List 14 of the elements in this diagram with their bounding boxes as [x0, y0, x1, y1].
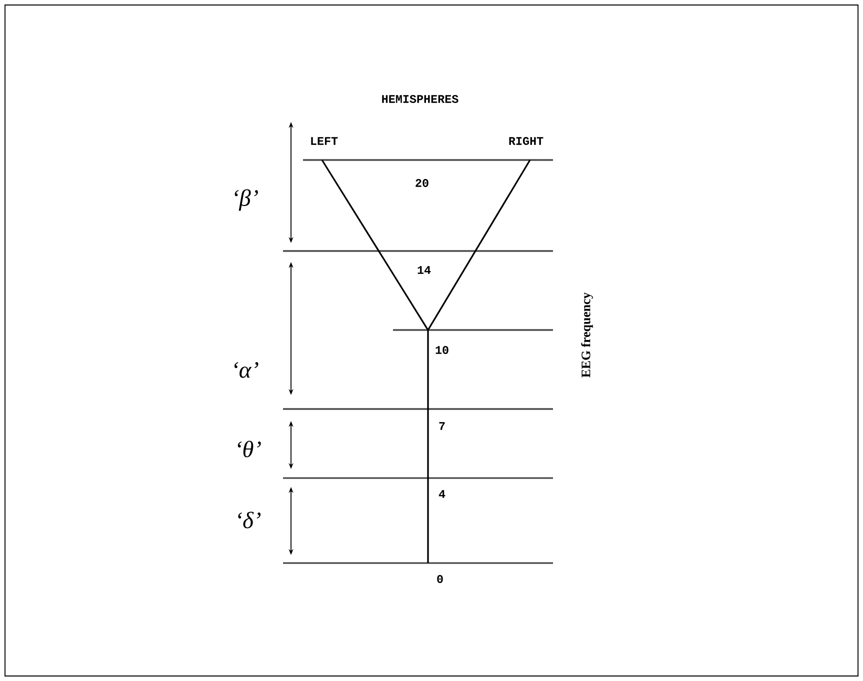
band-label: ‘θ’ — [238, 440, 261, 458]
axis-label: 10 — [436, 346, 448, 354]
axis-label: 4 — [438, 490, 446, 498]
axis-label: 7 — [439, 422, 445, 430]
band-label: ‘α’ — [234, 362, 258, 378]
axis-label: 14 — [418, 266, 431, 274]
axis-label: 20 — [416, 179, 428, 187]
title: HEMISPHERES — [382, 95, 458, 103]
band-label: ‘β’ — [234, 189, 258, 211]
band-label: ‘δ’ — [238, 512, 261, 528]
axis-label: RIGHT — [509, 137, 544, 145]
axis-label: LEFT — [311, 137, 338, 145]
axis-label: 0 — [437, 575, 443, 583]
axis-title: EEG frequency — [581, 292, 593, 378]
